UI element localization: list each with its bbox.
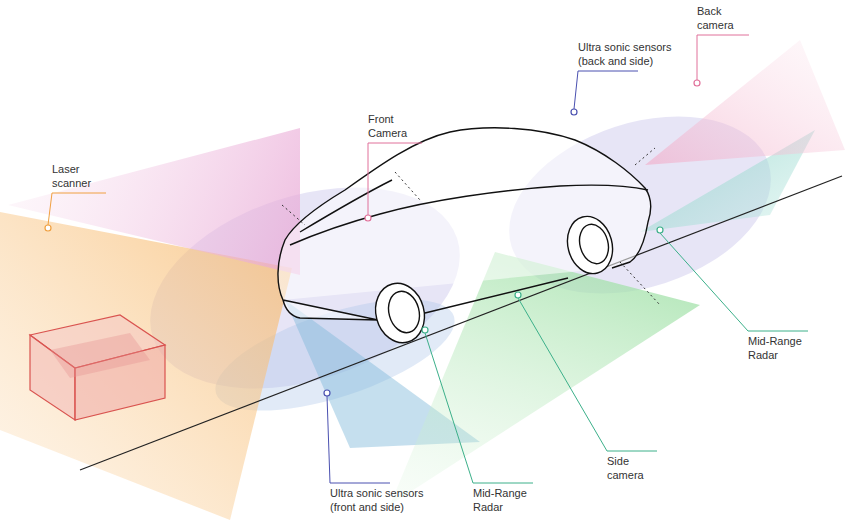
sensor-dot	[422, 327, 428, 333]
axis-dashes	[282, 148, 660, 305]
sensor-dot	[515, 292, 521, 298]
sensor-label: Ultra sonic sensors (front and side)	[330, 486, 442, 514]
sensor-label: Side camera	[607, 454, 657, 482]
back-camera-cone	[645, 40, 845, 165]
sensor-label: Mid-Range Radar	[473, 486, 539, 514]
sensor-dot	[365, 215, 371, 221]
leader-line	[518, 298, 657, 451]
leader-line	[574, 71, 638, 109]
sensor-dot	[571, 109, 577, 115]
car-outline	[278, 128, 651, 348]
leader-line	[425, 333, 533, 483]
sensor-label: Mid-Range Radar	[748, 334, 814, 362]
leader-line	[48, 193, 106, 225]
leader-line	[368, 143, 422, 215]
sensor-label: Front Camera	[368, 112, 422, 140]
leader-line	[327, 396, 390, 483]
sensor-dot	[657, 227, 663, 233]
leader-line	[660, 233, 808, 331]
leader-line	[697, 35, 749, 80]
sensor-dot	[324, 390, 330, 396]
sensor-dot	[45, 225, 51, 231]
front-camera-cone	[8, 128, 300, 275]
sensor-label: Back camera	[697, 4, 749, 32]
sensor-label: Ultra sonic sensors (back and side)	[578, 40, 690, 68]
sensor-dot	[694, 80, 700, 86]
obstacle-box	[30, 315, 165, 420]
sensor-label: Laser scanner	[52, 162, 106, 190]
